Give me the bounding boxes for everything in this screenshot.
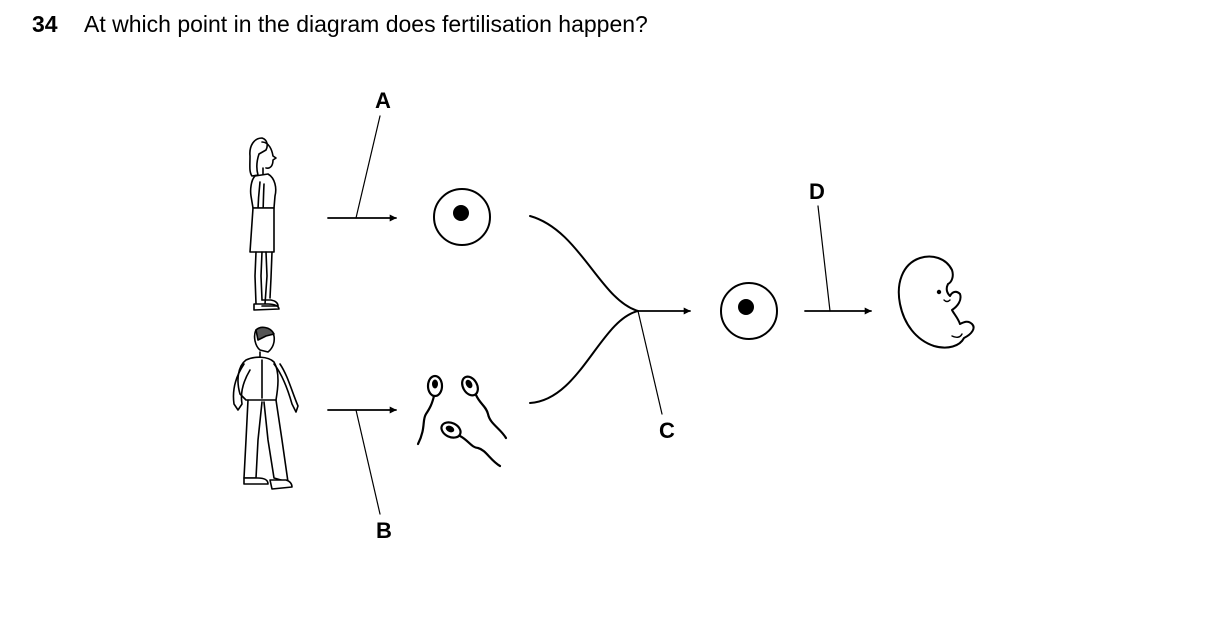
label-c-leader [637,310,663,415]
egg-path-curve [529,215,639,312]
man-icon [232,326,299,490]
label-b: B [376,518,392,543]
zygote-cell-icon [720,282,778,340]
label-d: D [809,179,825,204]
label-a: A [375,88,391,113]
label-b-leader [355,409,381,515]
question: 34 At which point in the diagram does fer… [32,11,648,38]
label-d-leader [817,205,831,312]
question-number: 34 [32,11,58,37]
sperm-path-curve [529,310,639,404]
sperm-cells-icon [416,374,508,468]
label-c: C [659,418,675,443]
egg-cell-icon [433,188,491,246]
woman-icon [249,137,280,311]
embryo-icon [897,255,975,349]
label-a-leader [355,115,381,219]
question-text: At which point in the diagram does ferti… [84,11,648,37]
